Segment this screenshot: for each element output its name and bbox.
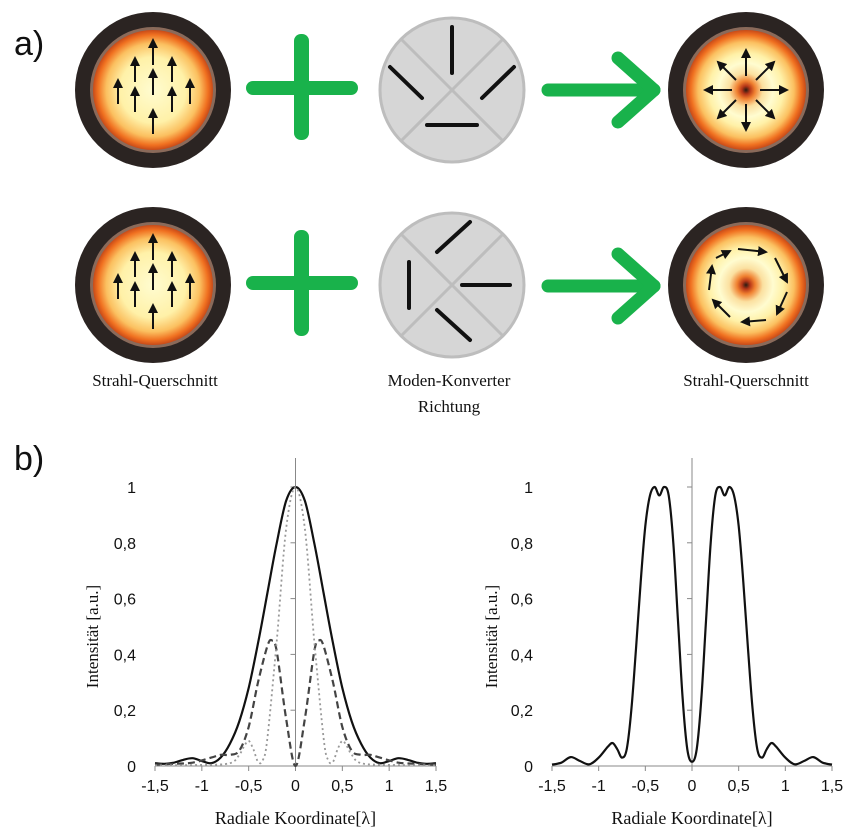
series-line-solid (551, 485, 833, 766)
y-tick-label: 0,6 (114, 592, 136, 609)
intensity-chart-left: -1,5 -1 -0,5 0 0,5 1 1,5 0 0,2 0,4 0,6 0,8 1Radiale … (83, 458, 447, 828)
azimuthally-polarized-beam (668, 207, 824, 363)
polarization-arrows (113, 38, 195, 134)
x-tick-label: -1 (195, 778, 209, 795)
panel-b-label: b) (14, 440, 44, 478)
arrow-right-icon (541, 247, 661, 325)
y-tick-label: 0,4 (114, 647, 136, 664)
x-tick-label: -1 (592, 778, 606, 795)
x-tick-label: 0,5 (728, 778, 750, 795)
y-tick-label: 0,8 (511, 536, 533, 553)
y-tick-label: 0,6 (511, 592, 533, 609)
y-tick-label: 0,2 (511, 703, 533, 720)
y-tick-label: 0,4 (511, 647, 533, 664)
y-tick-label: 0 (127, 759, 136, 776)
x-tick-label: 1,5 (821, 778, 843, 795)
x-axis-title: Radiale Koordinate[λ] (611, 808, 772, 828)
y-tick-label: 1 (524, 480, 533, 497)
caption-converter-line2: Richtung (418, 397, 481, 416)
series-line-dotted (154, 486, 437, 767)
x-tick-label: 0,5 (331, 778, 353, 795)
x-tick-label: -0,5 (632, 778, 660, 795)
x-tick-label: 0 (291, 778, 300, 795)
y-tick-label: 0 (524, 759, 533, 776)
y-tick-label: 1 (127, 480, 136, 497)
x-tick-label: -1,5 (141, 778, 169, 795)
y-axis-title: Intensität [a.u.] (482, 585, 501, 688)
x-tick-label: -1,5 (538, 778, 566, 795)
series-line-dashed (154, 638, 437, 768)
x-tick-label: 0 (688, 778, 697, 795)
y-axis-title: Intensität [a.u.] (83, 585, 102, 688)
mode-converter-radial (378, 16, 526, 164)
caption-input-beam: Strahl-Querschnitt (92, 371, 218, 390)
mode-converter-azimuthal (378, 211, 526, 359)
x-tick-label: 1,5 (425, 778, 447, 795)
x-tick-label: 1 (385, 778, 394, 795)
caption-converter-line1: Moden-Konverter (388, 371, 511, 390)
y-tick-label: 0,8 (114, 536, 136, 553)
input-beam-row-2 (75, 207, 231, 363)
x-axis-title: Radiale Koordinate[λ] (215, 808, 376, 828)
plus-icon (246, 230, 358, 336)
input-beam-row-1 (75, 12, 231, 168)
x-tick-label: -0,5 (235, 778, 263, 795)
radially-polarized-beam (668, 12, 824, 168)
polarization-arrows (113, 233, 195, 329)
panel-a-label: a) (14, 25, 44, 63)
arrow-right-icon (541, 51, 661, 129)
plus-icon (246, 34, 358, 140)
intensity-chart-right: -1,5 -1 -0,5 0 0,5 1 1,5 0 0,2 0,4 0,6 0,8 1Radiale … (482, 458, 843, 828)
caption-output-beam: Strahl-Querschnitt (683, 371, 809, 390)
y-tick-label: 0,2 (114, 703, 136, 720)
x-tick-label: 1 (781, 778, 790, 795)
